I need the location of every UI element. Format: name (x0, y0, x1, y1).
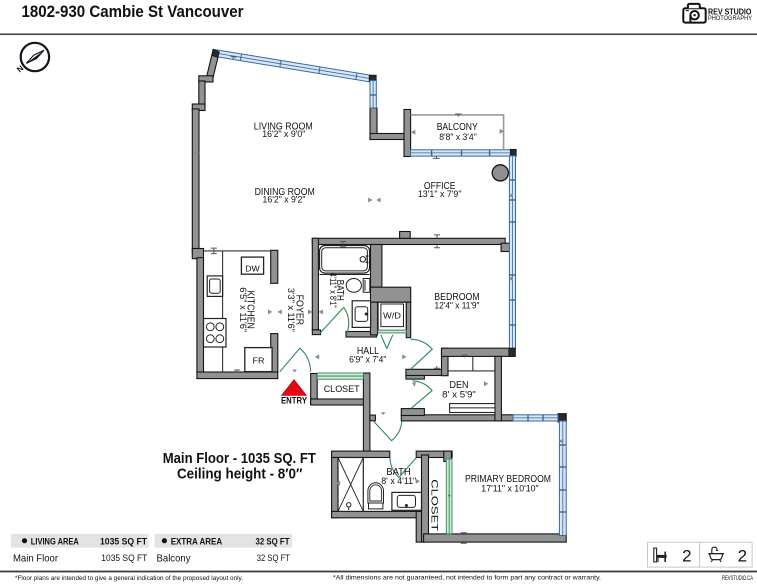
svg-text:DINING ROOM: DINING ROOM (255, 187, 315, 198)
svg-text:Main Floor: Main Floor (13, 554, 59, 565)
svg-text:2: 2 (738, 547, 747, 566)
svg-text:Balcony: Balcony (157, 554, 191, 565)
svg-text:ENTRY: ENTRY (281, 396, 307, 406)
svg-text:HALL: HALL (357, 346, 380, 357)
svg-text:6'5" x 11'6": 6'5" x 11'6" (238, 287, 248, 332)
svg-text:Main Floor - 1035 SQ. FT: Main Floor - 1035 SQ. FT (163, 451, 316, 467)
svg-text:8' x 4'11": 8' x 4'11" (381, 476, 416, 486)
svg-text:LIVING AREA: LIVING AREA (31, 536, 79, 547)
svg-text:FOYER: FOYER (293, 295, 304, 326)
svg-text:13'1" x 7'9": 13'1" x 7'9" (418, 189, 462, 199)
svg-text:32 SQ FT: 32 SQ FT (256, 536, 290, 547)
svg-text:REVSTUDIO.CA: REVSTUDIO.CA (722, 575, 753, 582)
svg-text:BALCONY: BALCONY (437, 122, 478, 133)
svg-text:FR: FR (253, 356, 265, 366)
svg-text:2: 2 (682, 547, 691, 566)
svg-text:BATH: BATH (334, 280, 345, 301)
svg-text:6'9" x 7'4": 6'9" x 7'4" (349, 354, 386, 364)
svg-text:DEN: DEN (450, 380, 469, 391)
svg-text:KITCHEN: KITCHEN (244, 291, 255, 329)
svg-text:1035 SQ FT: 1035 SQ FT (100, 536, 147, 547)
svg-text:BEDROOM: BEDROOM (434, 292, 479, 303)
svg-text:REV STUDIO: REV STUDIO (708, 7, 752, 17)
svg-text:BATH: BATH (386, 467, 410, 478)
svg-text:PHOTOGRAPHY: PHOTOGRAPHY (708, 16, 752, 22)
svg-text:*All dimensions are not guaran: *All dimensions are not guaranteed, not … (333, 575, 601, 582)
svg-text:CLOSET: CLOSET (324, 384, 360, 395)
svg-text:Ceiling height - 8′0″: Ceiling height - 8′0″ (177, 467, 303, 483)
svg-text:8'8" x 3'4": 8'8" x 3'4" (439, 132, 477, 142)
svg-text:16'2" x 9'2": 16'2" x 9'2" (263, 195, 306, 205)
svg-text:32 SQ FT: 32 SQ FT (257, 553, 290, 563)
svg-text:1802-930 Cambie St Vancouver: 1802-930 Cambie St Vancouver (22, 3, 245, 21)
svg-text:EXTRA AREA: EXTRA AREA (171, 536, 223, 547)
svg-text:W/D: W/D (383, 312, 401, 321)
svg-text:8' x 5'9": 8' x 5'9" (442, 390, 476, 400)
svg-text:PRIMARY BEDROOM: PRIMARY BEDROOM (465, 474, 551, 485)
svg-text:DW: DW (245, 264, 260, 274)
svg-text:N: N (15, 64, 25, 75)
svg-text:17'11" x 10'10": 17'11" x 10'10" (481, 483, 538, 493)
svg-text:1035 SQ FT: 1035 SQ FT (101, 553, 147, 563)
svg-text:4'11" x 8'1": 4'11" x 8'1" (328, 273, 338, 308)
svg-text:12'4" x 11'9": 12'4" x 11'9" (435, 301, 480, 311)
svg-text:CLOSET: CLOSET (429, 479, 440, 531)
svg-text:16'2" x 9'0": 16'2" x 9'0" (262, 129, 305, 139)
svg-text:*Floor plans are intended to g: *Floor plans are intended to give a gene… (15, 575, 243, 582)
svg-text:3'3" x 11'6": 3'3" x 11'6" (286, 288, 296, 332)
svg-text:LIVING ROOM: LIVING ROOM (254, 121, 313, 132)
svg-text:OFFICE: OFFICE (424, 181, 456, 192)
